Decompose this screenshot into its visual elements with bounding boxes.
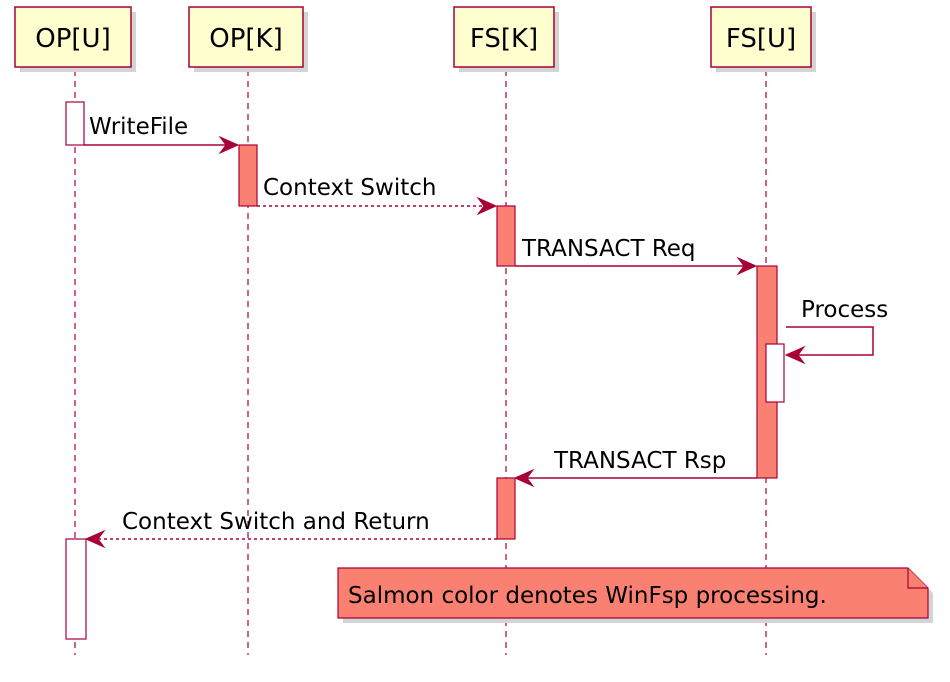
participant-label-fsu: FS[U] <box>726 24 796 54</box>
participant-opu: OP[U] <box>14 6 136 72</box>
message-process: Process <box>784 297 888 365</box>
activation-fsk-2 <box>496 477 516 540</box>
message-transact-rsp: TRANSACT Rsp <box>513 448 757 488</box>
activation-fsu-2 <box>765 343 785 403</box>
message-label-process: Process <box>801 297 888 323</box>
activation-opu-2 <box>65 538 87 640</box>
activation-opk-1 <box>238 144 258 207</box>
message-label-transact-rsp: TRANSACT Rsp <box>553 448 726 474</box>
participant-fsk: FS[K] <box>453 6 559 72</box>
participant-label-opk: OP[K] <box>209 24 282 54</box>
note-text: Salmon color denotes WinFsp processing. <box>348 583 827 609</box>
message-label-writefile: WriteFile <box>89 114 188 140</box>
message-context-switch-return: Context Switch and Return <box>84 509 497 549</box>
arrowhead-process <box>784 345 806 365</box>
participant-opk: OP[K] <box>188 6 308 72</box>
arrowhead-transact-req <box>736 256 758 276</box>
note-fold <box>907 568 928 589</box>
message-writefile: WriteFile <box>84 114 240 155</box>
activation-fsk-1 <box>496 205 516 267</box>
note: Salmon color denotes WinFsp processing. <box>337 567 933 623</box>
activation-opu-1 <box>65 101 85 146</box>
arrowhead-context-switch-return <box>84 529 106 549</box>
message-context-switch: Context Switch <box>257 175 498 216</box>
arrowhead-writefile <box>218 135 240 155</box>
participant-fsu: FS[U] <box>710 6 816 72</box>
message-label-transact-req: TRANSACT Req <box>521 236 696 262</box>
participant-label-fsk: FS[K] <box>470 24 538 54</box>
message-label-context-switch: Context Switch <box>263 175 436 201</box>
message-label-context-switch-return: Context Switch and Return <box>122 509 430 535</box>
message-transact-req: TRANSACT Req <box>515 236 758 276</box>
participant-label-opu: OP[U] <box>35 24 110 54</box>
note-box <box>337 567 929 619</box>
arrowhead-context-switch <box>476 196 498 216</box>
arrowhead-transact-rsp <box>513 468 535 488</box>
